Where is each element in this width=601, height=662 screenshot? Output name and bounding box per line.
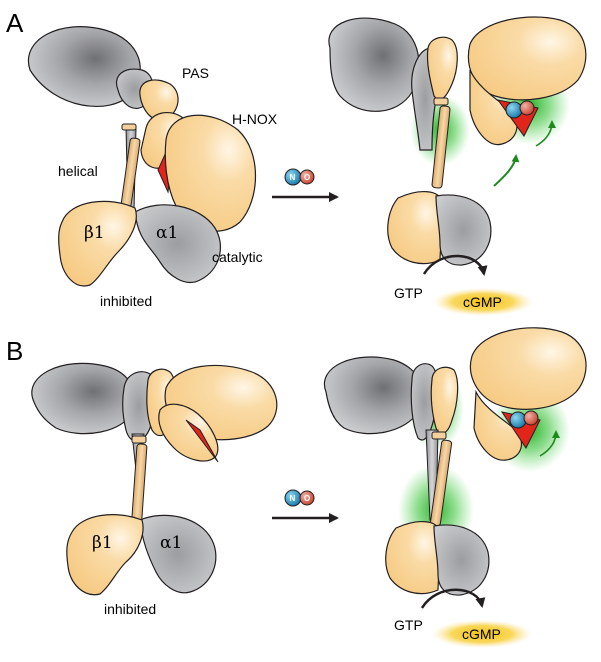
- helix-cap-b-active: [431, 431, 447, 440]
- helix-cap-b: [131, 435, 147, 444]
- beta-pas-domain-active: [426, 36, 458, 101]
- nitrogen-symbol: N: [290, 173, 296, 182]
- beta1-label-a: β1: [84, 223, 105, 243]
- oxygen-symbol: O: [304, 173, 310, 182]
- h-nox-label: H-NOX: [232, 111, 278, 127]
- beta-pas-domain: [139, 79, 179, 121]
- cgmp-glow-b: [432, 620, 532, 648]
- panel-b-inhibited-sgc: [31, 362, 278, 596]
- h-nox-small-lobe-active: [469, 69, 518, 146]
- inhibited-label-b: inhibited: [104, 601, 156, 617]
- rotation-arrow-icon: [535, 120, 556, 147]
- no-molecule-b: N O: [284, 489, 315, 507]
- beta-helical-domain-active: [431, 105, 451, 189]
- h-nox-small-lobe-b: [158, 403, 219, 462]
- alpha-pas-domain: [27, 26, 141, 107]
- cgmp-glow-a: [433, 288, 533, 316]
- beta1-catalytic-domain: [58, 200, 137, 287]
- gtp-label-a: GTP: [394, 285, 423, 301]
- beta1-catalytic-domain-b-active: [385, 521, 442, 595]
- cgmp-label-a: cGMP: [463, 294, 502, 310]
- h-nox-domain-active: [467, 16, 587, 101]
- alpha1-label-a: α1: [156, 223, 178, 243]
- alpha-pas-domain-b-active: [323, 356, 424, 435]
- pas-label: PAS: [182, 65, 209, 81]
- panel-a-letter: A: [6, 8, 24, 38]
- oxygen-atom-b-icon: [299, 490, 315, 506]
- h-nox-domain: [164, 114, 256, 232]
- gtp-to-cgmp-arrow-a: [422, 254, 488, 276]
- h-nox-small-lobe-b-active: [473, 389, 523, 461]
- alpha1-catalytic-domain-active: [435, 194, 492, 266]
- gtp-to-cgmp-arrow-b: [420, 588, 486, 609]
- alpha-pas-domain-active: [328, 17, 420, 112]
- alpha1-label-b: α1: [160, 533, 182, 553]
- inhibited-label-a: inhibited: [100, 293, 152, 309]
- catalytic-label: catalytic: [212, 249, 263, 265]
- alpha-pas-domain-b: [31, 362, 136, 435]
- panel-a-activated-sgc: [328, 16, 587, 266]
- alpha1-catalytic-domain: [134, 204, 222, 283]
- no-molecule-a: N O: [284, 168, 315, 186]
- alpha1-catalytic-domain-b: [139, 514, 217, 594]
- beta1-catalytic-domain-b: [66, 514, 144, 596]
- panel-b-letter: B: [6, 336, 23, 366]
- bound-oxygen-icon: [519, 100, 535, 116]
- bound-nitrogen-icon: [505, 101, 523, 119]
- helix-cap-active: [433, 97, 449, 106]
- cgmp-label-b: cGMP: [462, 626, 501, 642]
- bound-nitrogen-b-icon: [509, 411, 527, 429]
- panel-b-activated-sgc: [323, 327, 587, 596]
- gtp-label-b: GTP: [394, 617, 423, 633]
- rotation-arrow-b-icon: [539, 430, 560, 457]
- helical-label: helical: [58, 163, 98, 179]
- h-nox-domain-b-active: [469, 327, 587, 410]
- heme-group-b: [185, 419, 219, 463]
- conformational-change-arrow: [493, 154, 520, 187]
- bound-oxygen-b-icon: [523, 410, 539, 426]
- beta-pas-domain-b-active: [430, 366, 459, 435]
- beta1-catalytic-domain-active: [387, 191, 444, 265]
- beta1-label-b: β1: [92, 533, 113, 553]
- panel-a-inhibited-sgc: [27, 26, 256, 287]
- helix-cap: [121, 123, 137, 131]
- oxygen-symbol-b: O: [304, 494, 310, 503]
- oxygen-atom-icon: [299, 169, 315, 185]
- nitrogen-symbol-b: N: [290, 494, 296, 503]
- alpha1-catalytic-domain-b-active: [433, 524, 490, 596]
